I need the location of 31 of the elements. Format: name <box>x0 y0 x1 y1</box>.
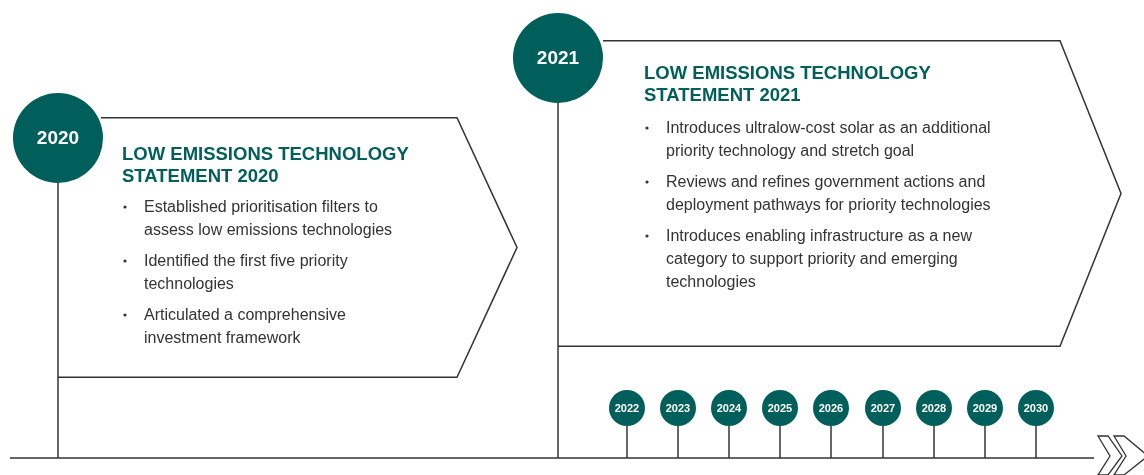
year-badge: 2023 <box>660 390 696 426</box>
timeline-stem <box>933 425 935 459</box>
year-badge: 2020 <box>13 93 103 183</box>
year-badge: 2029 <box>967 390 1003 426</box>
timeline-stem <box>677 425 679 459</box>
bullet-text: Reviews and refines government actions and deployment pathways for priority technologies <box>666 172 992 215</box>
year-badge: 2027 <box>865 390 901 426</box>
year-badge: 2024 <box>711 390 747 426</box>
year-badge: 2030 <box>1018 390 1054 426</box>
timeline-stem <box>779 425 781 459</box>
year-badge: 2022 <box>609 390 645 426</box>
timeline-stem <box>1035 425 1037 459</box>
bullet-text: Identified the first five priority technologies <box>144 251 349 294</box>
panel-heading: LOW EMISSIONS TECHNOLOGY STATEMENT 2020 <box>122 143 410 187</box>
bullet-text: Established prioritisation filters to assess low emissions technologies <box>144 197 394 240</box>
bullet-text: Introduces enabling infrastructure as a new category to support priority and emerging technologies <box>666 226 973 292</box>
panel-heading: LOW EMISSIONS TECHNOLOGY STATEMENT 2021 <box>644 62 932 106</box>
year-badge: 2028 <box>916 390 952 426</box>
year-badge: 2026 <box>813 390 849 426</box>
timeline-stem <box>557 102 559 459</box>
bullet-text: Articulated a comprehensive investment framework <box>144 305 347 348</box>
timeline-stem <box>626 425 628 459</box>
bullet-text: Introduces ultralow-cost solar as an additional priority technology and stretch goal <box>666 118 992 161</box>
year-badge: 2021 <box>513 13 603 103</box>
timeline-stem <box>984 425 986 459</box>
year-badge: 2025 <box>762 390 798 426</box>
timeline-stem <box>57 182 59 459</box>
timeline-stem <box>830 425 832 459</box>
timeline-stem <box>728 425 730 459</box>
timeline-stem <box>882 425 884 459</box>
timeline-axis <box>9 457 1095 459</box>
